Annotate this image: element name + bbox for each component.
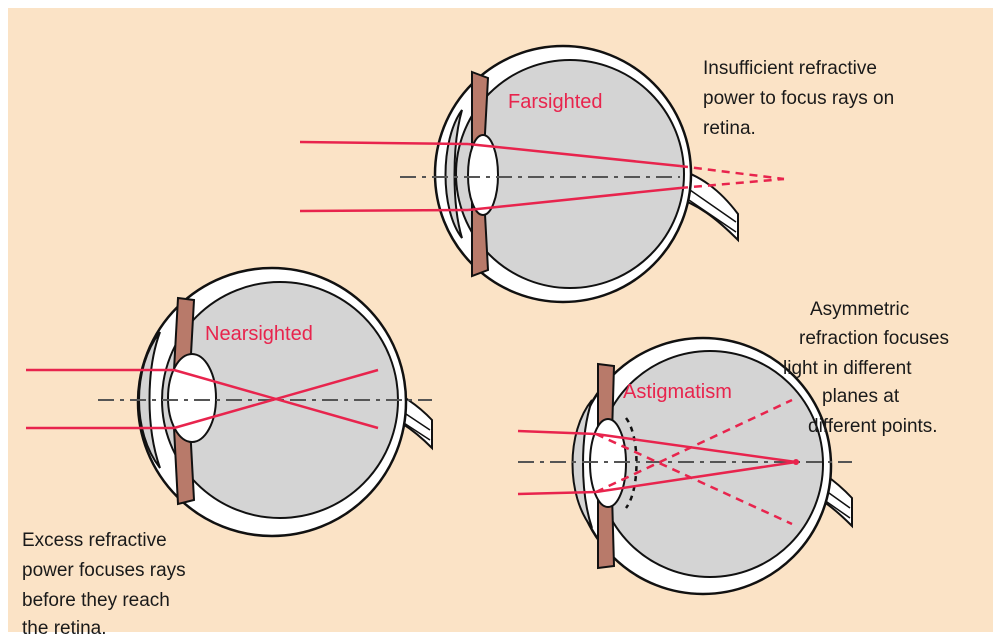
caption-line: different points. (808, 416, 938, 437)
caption-line: power focuses rays (22, 560, 186, 581)
caption-line: light in different (783, 358, 912, 379)
ray-in-bottom (300, 210, 468, 211)
farsighted-title: Farsighted (508, 91, 603, 113)
caption-line: power to focus rays on (703, 88, 894, 109)
caption-line: the retina. (22, 618, 107, 639)
caption-line: refraction focuses (799, 328, 949, 349)
caption-line: before they reach (22, 590, 170, 611)
nearsighted-title: Nearsighted (205, 323, 313, 345)
caption-line: Insufficient refractive (703, 58, 877, 79)
caption-line: retina. (703, 118, 756, 139)
astigmatism-title: Astigmatism (623, 381, 732, 403)
focal-point (793, 459, 799, 465)
caption-line: Excess refractive (22, 530, 167, 551)
caption-line: Asymmetric (810, 299, 909, 320)
caption-line: planes at (822, 386, 900, 407)
